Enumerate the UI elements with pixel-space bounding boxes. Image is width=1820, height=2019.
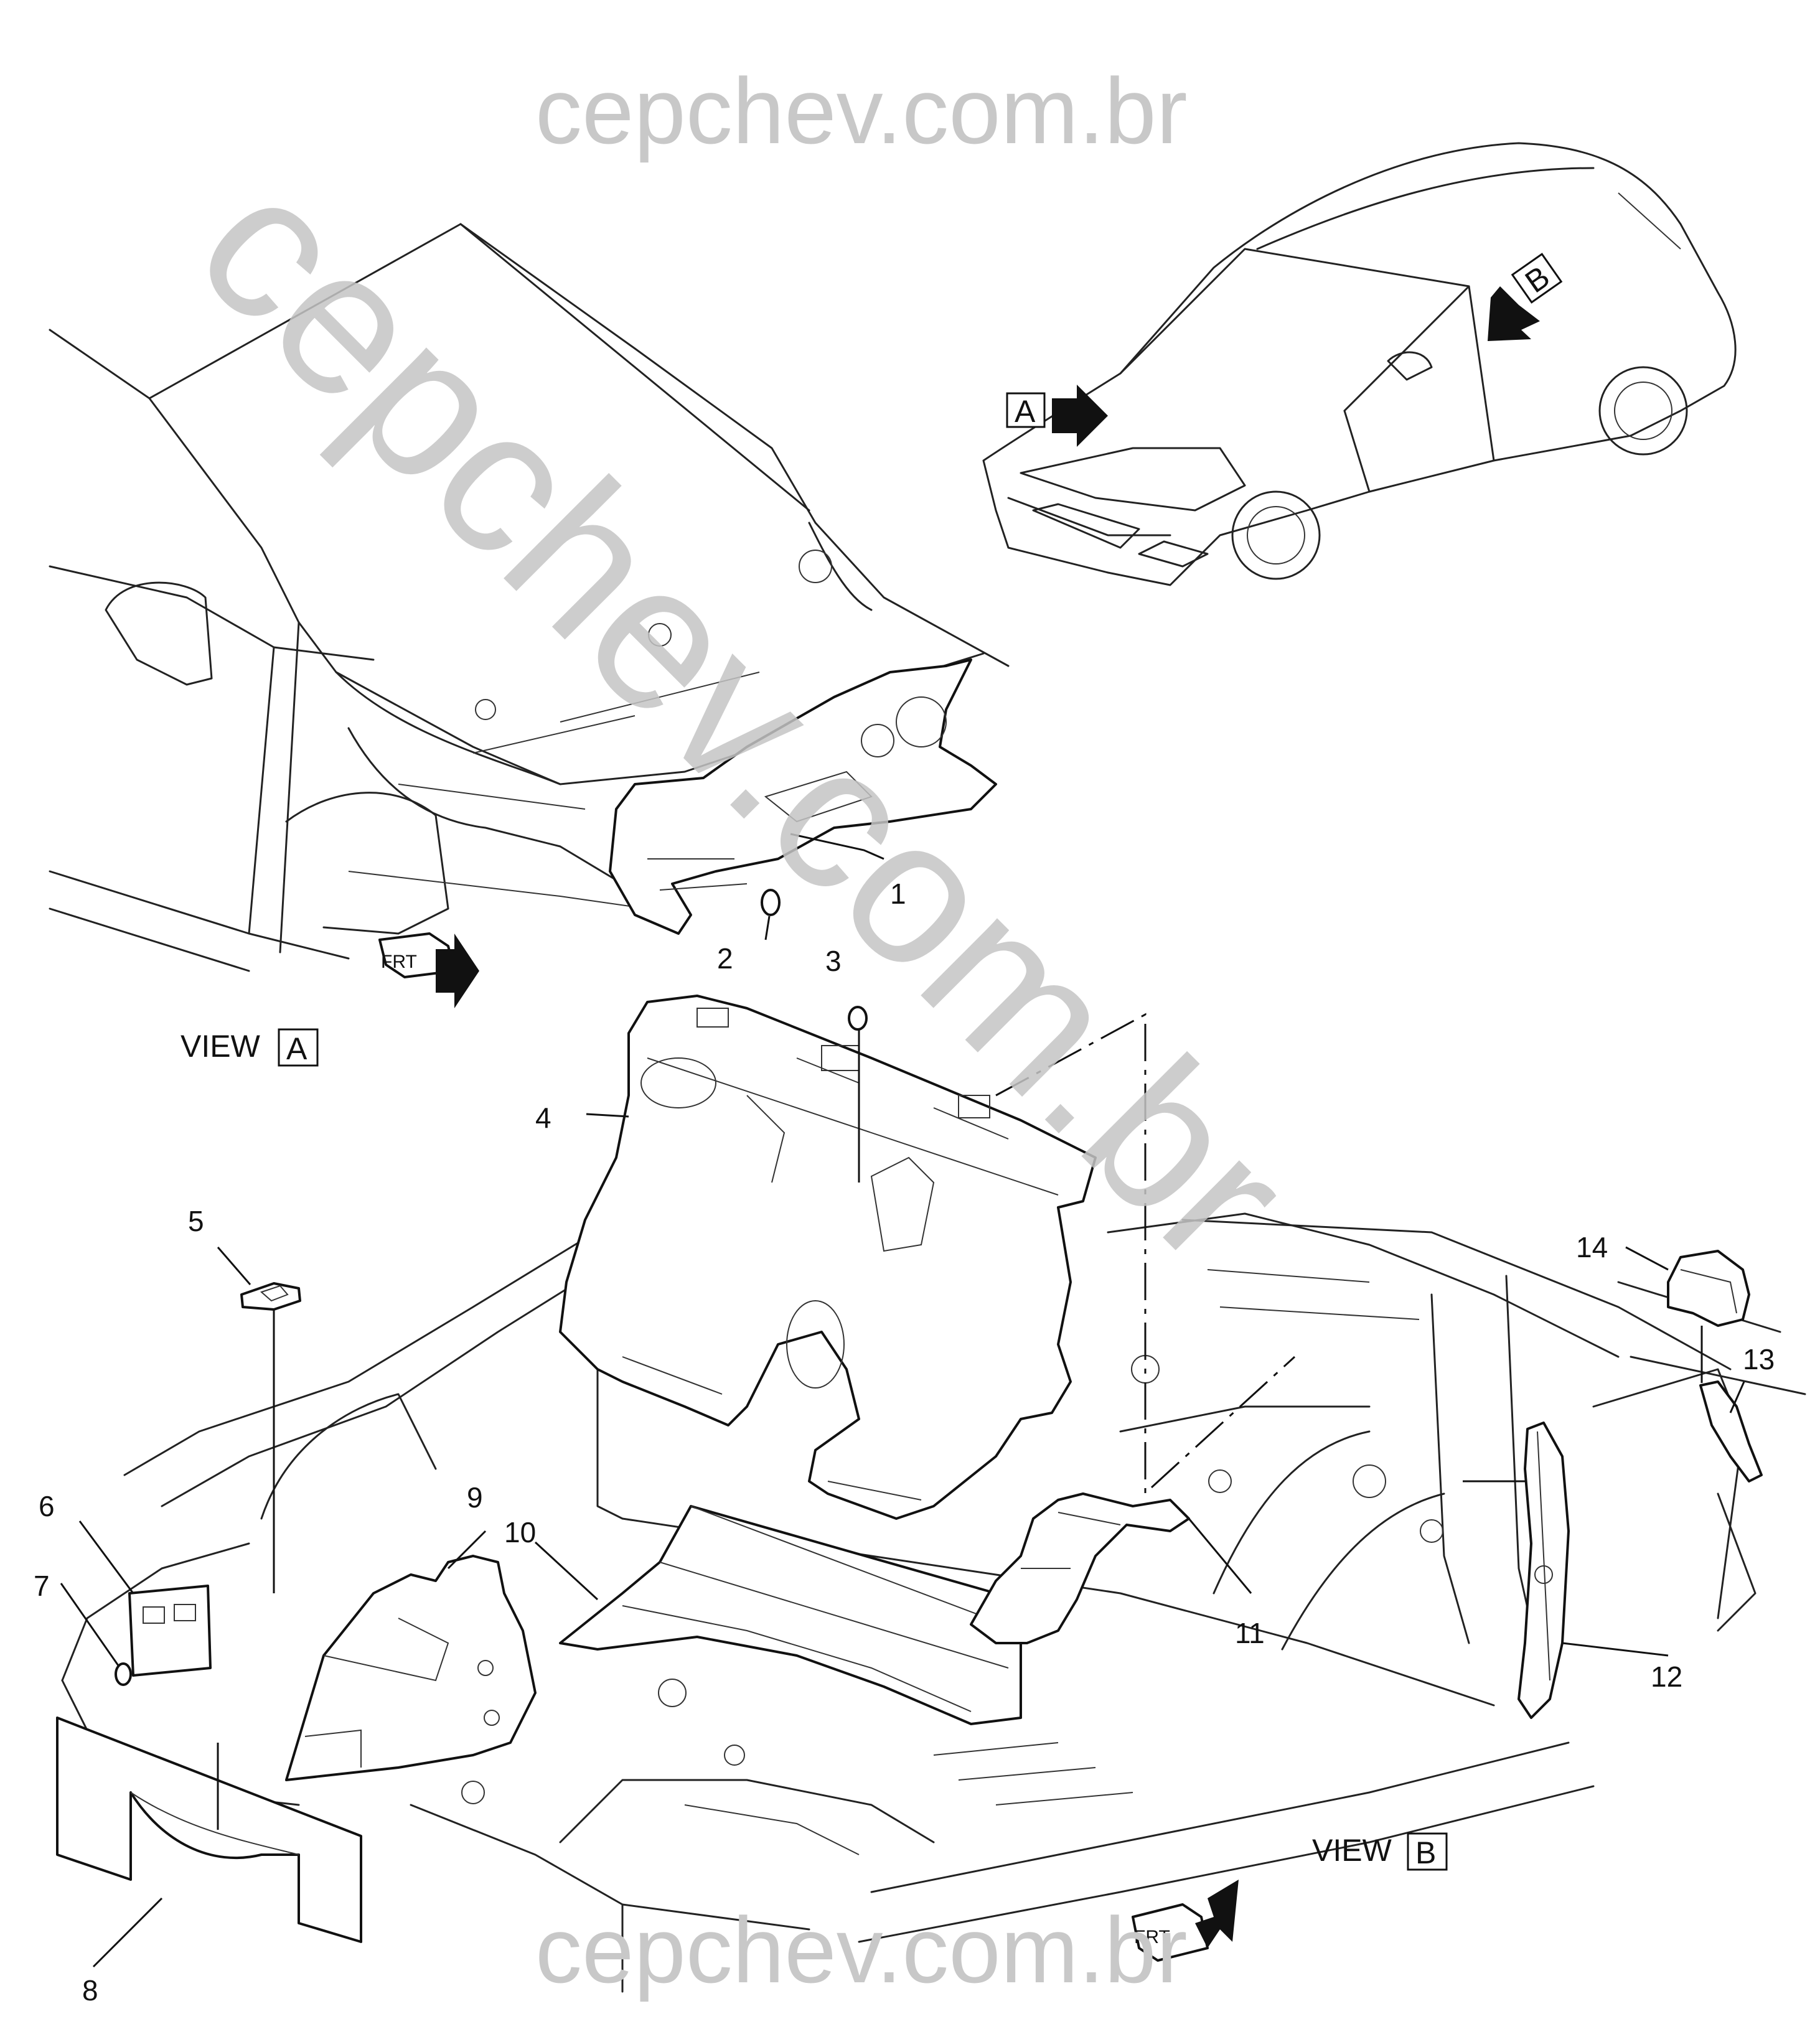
- callout-5: 5: [188, 1205, 204, 1237]
- view-a-label: VIEW A: [181, 1028, 319, 1067]
- view-a-letter: A: [286, 1031, 307, 1066]
- callout-14: 14: [1576, 1231, 1608, 1263]
- frt-arrow-view-a: FRT: [378, 932, 479, 1008]
- callout-12: 12: [1651, 1661, 1682, 1693]
- overview-arrow-a-letter: A: [1015, 394, 1036, 429]
- callout-9: 9: [467, 1481, 483, 1514]
- callout-3: 3: [825, 945, 842, 977]
- frt-label-b: FRT: [1134, 1927, 1170, 1947]
- part-1-cowl-insulator: [609, 658, 997, 935]
- part-2-retainer: [761, 889, 781, 916]
- frt-arrow-view-b: FRT: [1132, 1880, 1239, 1962]
- part-6-pad: [128, 1585, 212, 1677]
- vehicle-overview: [982, 142, 1737, 586]
- view-a-vehicle-body: [49, 223, 1010, 972]
- overview-arrow-b: B: [1488, 253, 1563, 341]
- callout-6: 6: [39, 1490, 55, 1522]
- part-13-insulator: [1699, 1380, 1763, 1483]
- part-7-retainer: [115, 1662, 132, 1686]
- frt-label-a: FRT: [381, 952, 417, 972]
- callout-8: 8: [82, 1974, 98, 2007]
- part-9-wheelhouse-insulator: [285, 1555, 537, 1781]
- part-10-floor-insulator: [559, 1505, 1022, 1725]
- part-3-retainer: [848, 1006, 868, 1031]
- view-b-letter: B: [1415, 1835, 1436, 1870]
- view-a-text: VIEW: [181, 1029, 261, 1064]
- callout-10: 10: [504, 1516, 536, 1548]
- callout-11: 11: [1235, 1617, 1265, 1649]
- callout-2: 2: [717, 942, 733, 975]
- callout-1: 1: [890, 878, 906, 910]
- callout-4: 4: [535, 1102, 551, 1134]
- callouts: 1 2 3 4 5 6 7 8 9 10 11 12 13 14: [34, 878, 1775, 2007]
- part-5-clip: [240, 1282, 301, 1311]
- view-b-label: VIEW B: [1312, 1832, 1448, 1871]
- callout-7: 7: [34, 1570, 50, 1602]
- watermark-top: cepchev.com.br: [535, 59, 1188, 163]
- part-4-dash-insulator: [559, 995, 1097, 1520]
- part-12-rocker-insulator: [1517, 1422, 1570, 1719]
- part-14-bracket-insulator: [1667, 1250, 1750, 1327]
- overview-arrow-a: A: [1006, 385, 1108, 447]
- watermark-bottom: cepchev.com.br: [535, 1898, 1188, 2002]
- leader-lines: [60, 833, 1745, 1968]
- view-b-text: VIEW: [1312, 1833, 1392, 1868]
- callout-13: 13: [1743, 1343, 1775, 1375]
